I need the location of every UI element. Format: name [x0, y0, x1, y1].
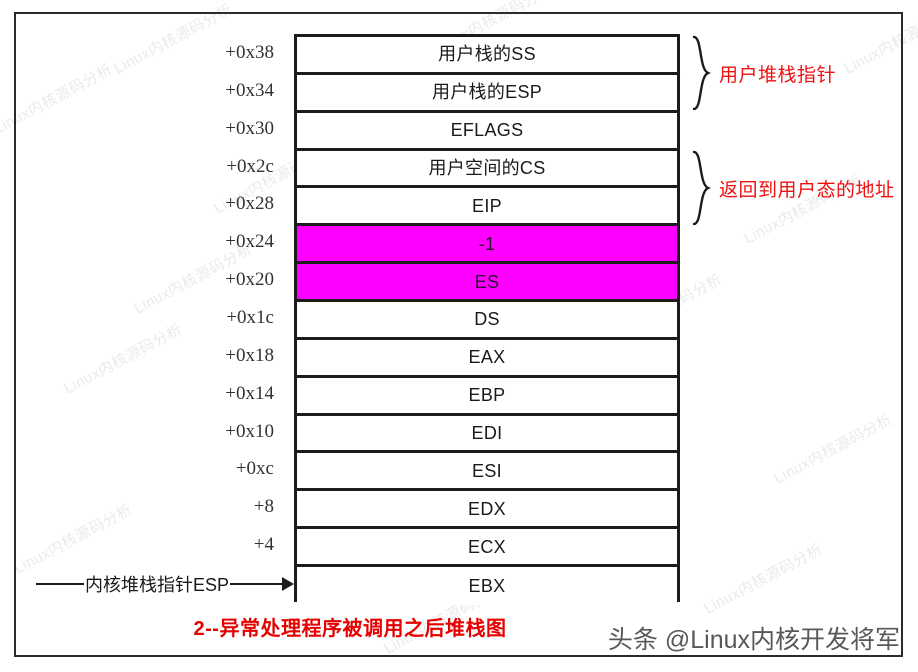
stack-row: 用户空间的CS: [297, 150, 677, 189]
stack-row-label: EBP: [468, 385, 506, 406]
stack-row: 用户栈的ESP: [297, 74, 677, 113]
pointer-arrow: [230, 577, 294, 591]
stack-row: 用户栈的SS: [297, 37, 677, 75]
stack-row-label: EAX: [468, 347, 506, 368]
stack-row-label: DS: [474, 309, 500, 330]
stack-offset-label: +0x28: [225, 193, 274, 215]
stack-row: DS: [297, 302, 677, 340]
curly-brace-icon: [692, 150, 711, 226]
stack-row-label: ES: [474, 271, 500, 292]
annotation-label: 用户堆栈指针: [719, 64, 837, 86]
pointer-line-left: [36, 583, 84, 585]
stack-row-label: -1: [478, 233, 496, 254]
stack-row: ES: [297, 264, 677, 303]
stack-row: EAX: [297, 339, 677, 378]
annotation-user-stack-pointer: 用户堆栈指针: [690, 35, 836, 111]
stack-row: EDX: [297, 491, 677, 530]
stack-row: EBX: [297, 567, 677, 605]
stack-offset-label: +0x34: [225, 79, 274, 101]
stack-offset-label: +0x10: [225, 420, 274, 442]
stack-row-label: EIP: [472, 195, 502, 216]
outer-frame: [14, 12, 903, 657]
stack-offset-label: +4: [253, 534, 274, 556]
stack-offset-label: +8: [253, 496, 274, 518]
stack-row-label: EFLAGS: [450, 120, 524, 141]
stack-offset-label: +0xc: [235, 458, 274, 480]
stack-row-label: ESI: [472, 460, 502, 481]
pointer-line-right: [230, 583, 282, 585]
arrow-head-icon: [282, 577, 294, 591]
stack-row-label: EBX: [468, 575, 506, 596]
stack-row-label: EDX: [468, 498, 506, 519]
diagram-caption: 2--异常处理程序被调用之后堆栈图: [193, 618, 507, 640]
stack-row: EBP: [297, 377, 677, 416]
stack-row: ECX: [297, 529, 677, 568]
stack-offset-label: +0x2c: [226, 155, 274, 177]
stack-row-label: EDI: [471, 423, 503, 444]
pointer-label: 内核堆栈指针ESP: [85, 575, 230, 595]
annotation-return-address: 返回到用户态的地址: [690, 150, 895, 226]
curly-brace-icon: [692, 35, 711, 111]
stack-row: EDI: [297, 415, 677, 454]
stack-row-label: ECX: [468, 536, 506, 557]
stack-offset-label: +0x18: [225, 344, 274, 366]
stack-offset-label: +0x1c: [226, 306, 274, 328]
offset-label-column: +0x38 +0x34 +0x30 +0x2c +0x28 +0x24 +0x20 +0x1c…: [150, 34, 284, 602]
stack-row: -1: [297, 226, 677, 265]
stack-row: EIP: [297, 188, 677, 227]
stack-row: EFLAGS: [297, 112, 677, 151]
channel-watermark: 头条 @Linux内核开发将军: [607, 626, 900, 654]
stack-row-label: 用户栈的ESP: [431, 82, 543, 103]
stack-offset-label: +0x14: [225, 382, 274, 404]
stack-row-label: 用户栈的SS: [438, 44, 536, 65]
annotation-label: 返回到用户态的地址: [719, 179, 895, 201]
stack-offset-label: +0x30: [225, 117, 274, 139]
stack-row: ESI: [297, 453, 677, 492]
stack-row-label: 用户空间的CS: [428, 158, 546, 178]
kernel-esp-pointer: 内核堆栈指针ESP: [36, 566, 294, 602]
stack-offset-label: +0x20: [225, 269, 274, 291]
stack-offset-label: +0x38: [225, 41, 274, 63]
stack-offset-label: +0x24: [225, 231, 274, 253]
